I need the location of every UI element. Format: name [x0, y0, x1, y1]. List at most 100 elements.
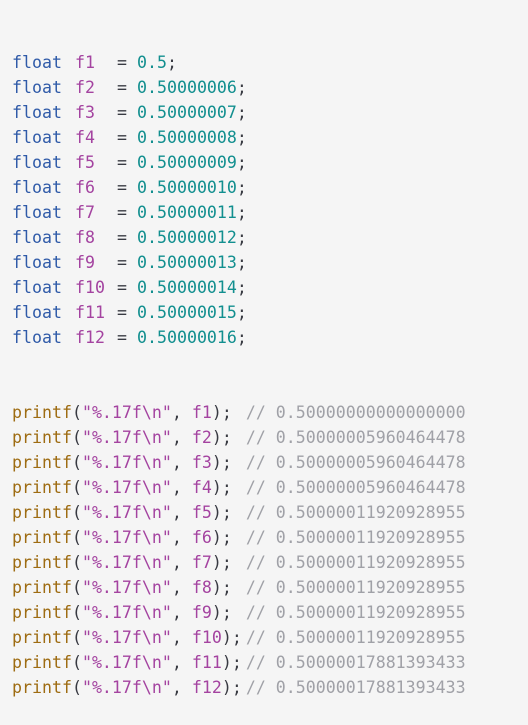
open-paren: (: [71, 478, 82, 497]
float-literal: 0.50000008: [137, 128, 237, 147]
close-paren: );: [221, 678, 242, 697]
float-literal: 0.50000011: [137, 203, 237, 222]
argument-variable: f9: [191, 603, 212, 622]
argument-variable: f12: [191, 678, 222, 697]
type-keyword: float: [12, 153, 62, 172]
close-paren: );: [211, 578, 232, 597]
assign-operator: =: [117, 278, 127, 297]
variable-name: f11: [75, 303, 105, 322]
semicolon: ;: [236, 78, 247, 97]
float-literal: 0.50000014: [137, 278, 237, 297]
function-name: printf: [12, 503, 72, 522]
argument-separator: ,: [171, 678, 192, 697]
argument-variable: f1: [191, 403, 212, 422]
open-paren: (: [71, 503, 82, 522]
argument-separator: ,: [171, 653, 192, 672]
argument-variable: f8: [191, 578, 212, 597]
argument-variable: f2: [191, 428, 212, 447]
close-paren: );: [211, 553, 232, 572]
close-paren: );: [221, 628, 242, 647]
type-keyword: float: [12, 253, 62, 272]
semicolon: ;: [236, 103, 247, 122]
output-comment: // 0.50000000000000000: [245, 403, 466, 422]
output-comment: // 0.50000005960464478: [245, 428, 466, 447]
float-literal: 0.50000007: [137, 103, 237, 122]
float-literal: 0.50000012: [137, 228, 237, 247]
assign-operator: =: [117, 253, 127, 272]
variable-name: f3: [75, 103, 95, 122]
format-string: "%.17f\n": [81, 578, 172, 597]
code-line-printf: printf("%.17f\n", f12);// 0.500000178813…: [12, 675, 528, 700]
code-line-printf: printf("%.17f\n", f3);// 0.5000000596046…: [12, 450, 528, 475]
variable-name: f4: [75, 128, 95, 147]
argument-variable: f4: [191, 478, 212, 497]
function-name: printf: [12, 578, 72, 597]
format-string: "%.17f\n": [81, 528, 172, 547]
variable-name: f10: [75, 278, 105, 297]
assign-operator: =: [117, 203, 127, 222]
output-comment: // 0.50000005960464478: [245, 478, 466, 497]
printf-calls-block: printf("%.17f\n", f1);// 0.5000000000000…: [12, 400, 528, 700]
output-comment: // 0.50000017881393433: [245, 678, 466, 697]
argument-variable: f5: [191, 503, 212, 522]
variable-name: f12: [75, 328, 105, 347]
argument-variable: f10: [191, 628, 222, 647]
assign-operator: =: [117, 303, 127, 322]
open-paren: (: [71, 678, 82, 697]
type-keyword: float: [12, 303, 62, 322]
code-line-printf: printf("%.17f\n", f5);// 0.5000001192092…: [12, 500, 528, 525]
argument-separator: ,: [171, 553, 192, 572]
function-name: printf: [12, 553, 72, 572]
code-line-printf: printf("%.17f\n", f8);// 0.5000001192092…: [12, 575, 528, 600]
open-paren: (: [71, 578, 82, 597]
output-comment: // 0.50000011920928955: [245, 578, 466, 597]
function-name: printf: [12, 428, 72, 447]
open-paren: (: [71, 453, 82, 472]
type-keyword: float: [12, 78, 62, 97]
output-comment: // 0.50000005960464478: [245, 453, 466, 472]
format-string: "%.17f\n": [81, 428, 172, 447]
argument-separator: ,: [171, 628, 192, 647]
assign-operator: =: [117, 128, 127, 147]
open-paren: (: [71, 553, 82, 572]
type-keyword: float: [12, 178, 62, 197]
close-paren: );: [211, 528, 232, 547]
assign-operator: =: [117, 53, 127, 72]
format-string: "%.17f\n": [81, 478, 172, 497]
semicolon: ;: [236, 128, 247, 147]
semicolon: ;: [236, 278, 247, 297]
float-literal: 0.50000006: [137, 78, 237, 97]
semicolon: ;: [236, 303, 247, 322]
argument-separator: ,: [171, 603, 192, 622]
type-keyword: float: [12, 203, 62, 222]
close-paren: );: [211, 603, 232, 622]
argument-variable: f11: [191, 653, 222, 672]
function-name: printf: [12, 678, 72, 697]
variable-name: f2: [75, 78, 95, 97]
format-string: "%.17f\n": [81, 503, 172, 522]
output-comment: // 0.50000017881393433: [245, 653, 466, 672]
open-paren: (: [71, 403, 82, 422]
code-line-printf: printf("%.17f\n", f4);// 0.5000000596046…: [12, 475, 528, 500]
variable-name: f9: [75, 253, 95, 272]
float-literal: 0.50000009: [137, 153, 237, 172]
output-comment: // 0.50000011920928955: [245, 528, 466, 547]
output-comment: // 0.50000011920928955: [245, 503, 466, 522]
argument-variable: f6: [191, 528, 212, 547]
format-string: "%.17f\n": [81, 553, 172, 572]
code-line-printf: printf("%.17f\n", f10);// 0.500000119209…: [12, 625, 528, 650]
type-keyword: float: [12, 103, 62, 122]
output-comment: // 0.50000011920928955: [245, 603, 466, 622]
code-line-declaration: float f3 = 0.50000007;: [12, 100, 528, 125]
assign-operator: =: [117, 103, 127, 122]
float-literal: 0.50000016: [137, 328, 237, 347]
semicolon: ;: [236, 153, 247, 172]
code-line-printf: printf("%.17f\n", f7);// 0.5000001192092…: [12, 550, 528, 575]
variable-name: f1: [75, 53, 95, 72]
function-name: printf: [12, 628, 72, 647]
